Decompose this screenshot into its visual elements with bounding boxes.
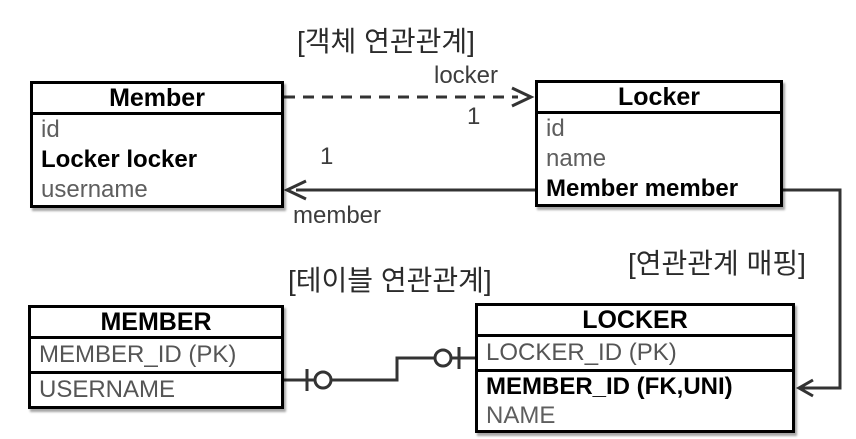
locker-table-row-member-id: MEMBER_ID (FK,UNI): [486, 373, 733, 400]
locker-table-row-locker-id: LOCKER_ID (PK): [478, 337, 792, 372]
member-class-field-username: username: [41, 176, 148, 203]
table-relation-section-label: [테이블 연관관계]: [288, 265, 492, 296]
member-table-title: MEMBER: [31, 308, 281, 339]
locker-cardinality-label: 1: [467, 103, 481, 130]
locker-class-field-name: name: [546, 145, 607, 172]
member-class-field-id: id: [41, 116, 60, 143]
member-role-label: member: [293, 202, 382, 229]
locker-role-label: locker: [434, 62, 499, 89]
locker-table-lower-compartment: MEMBER_ID (FK,UNI) NAME: [478, 372, 792, 430]
member-cardinality-label: 1: [320, 143, 334, 170]
mapping-open-arrowhead-icon: [795, 378, 814, 398]
locker-table-row-name: NAME: [486, 402, 556, 429]
member-table-box: MEMBER MEMBER_ID (PK) USERNAME: [28, 305, 284, 409]
locker-class-title: Locker: [538, 83, 780, 114]
member-class-field-locker: Locker locker: [41, 146, 198, 173]
locker-class-field-member: Member member: [546, 175, 739, 202]
locker-table-title: LOCKER: [478, 306, 792, 337]
locker-table-box: LOCKER LOCKER_ID (PK) MEMBER_ID (FK,UNI)…: [475, 303, 795, 433]
member-side-zero-circle-icon: [313, 370, 333, 390]
locker-class-field-id: id: [546, 115, 565, 142]
mapping-section-label: [연관관계 매핑]: [628, 248, 806, 279]
member-open-arrowhead-icon: [283, 179, 307, 201]
object-relation-section-label: [객체 연관관계]: [297, 26, 475, 57]
member-table-row-member-id: MEMBER_ID (PK): [31, 339, 281, 374]
member-table-row-username: USERNAME: [39, 376, 176, 403]
locker-open-arrowhead-icon: [511, 86, 535, 108]
locker-side-zero-circle-icon: [433, 348, 453, 368]
member-class-box: Member id Locker locker username: [30, 81, 284, 208]
locker-class-box: Locker id name Member member: [535, 80, 783, 207]
member-class-title: Member: [33, 84, 281, 115]
mapping-line: [782, 188, 842, 390]
